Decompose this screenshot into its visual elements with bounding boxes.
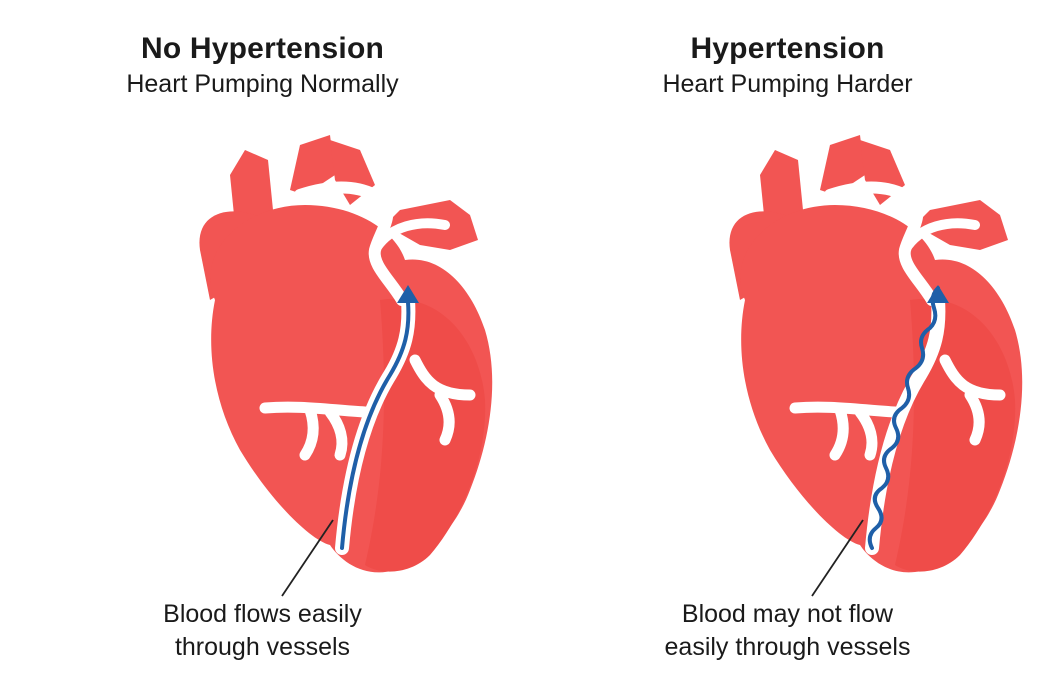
- panel-caption: Blood may not flow easily through vessel…: [525, 598, 1050, 664]
- heart-illustration: [199, 135, 493, 573]
- caption-line-1: Blood may not flow: [681, 600, 894, 628]
- caption-line-2: easily through vessels: [664, 633, 911, 661]
- heart-icon: [199, 135, 493, 597]
- blood-flow-line: [867, 286, 940, 550]
- arrow-up-icon: [927, 285, 949, 303]
- caption-line-2: through vessels: [174, 633, 351, 661]
- panel-title: Hypertension: [690, 32, 885, 65]
- panel-subtitle: Heart Pumping Harder: [662, 70, 913, 98]
- panel-caption: Blood flows easily through vessels: [0, 598, 525, 664]
- heart-illustration: [729, 135, 1023, 573]
- arrow-up-icon: [397, 285, 419, 303]
- panel-no-hypertension: No Hypertension Heart Pumping Normally: [0, 32, 525, 664]
- panel-title: No Hypertension: [140, 32, 385, 65]
- blood-flow-line: [340, 300, 411, 550]
- panel-subtitle: Heart Pumping Normally: [126, 70, 399, 98]
- caption-line-1: Blood flows easily: [163, 600, 362, 628]
- caption-pointer-line: [811, 519, 864, 597]
- caption-pointer-line: [281, 519, 334, 597]
- panel-hypertension: Hypertension Heart Pumping Harder Blood …: [525, 0, 1050, 700]
- heart-icon: [729, 135, 1023, 597]
